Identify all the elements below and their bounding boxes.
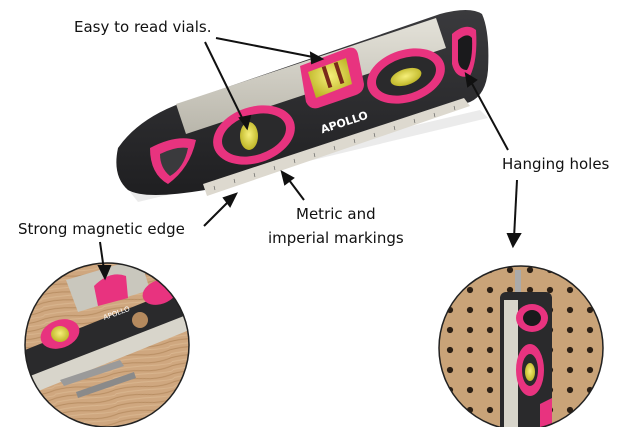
hanging-holes-callout: Hanging holes xyxy=(502,155,610,173)
torpedo-level: APOLLO xyxy=(116,10,489,202)
markings-callout: Metric and imperial markings xyxy=(268,202,404,250)
vials-callout: Easy to read vials. xyxy=(74,18,212,36)
markings-callout-line2: imperial markings xyxy=(268,229,404,247)
hanging-inset xyxy=(438,265,604,427)
markings-callout-line1: Metric and xyxy=(296,205,376,223)
magnetic-edge-callout: Strong magnetic edge xyxy=(18,220,185,238)
magnetic-edge-inset: APOLLO xyxy=(24,262,190,427)
callout-arrows xyxy=(97,37,522,281)
scale-strip xyxy=(203,98,470,196)
